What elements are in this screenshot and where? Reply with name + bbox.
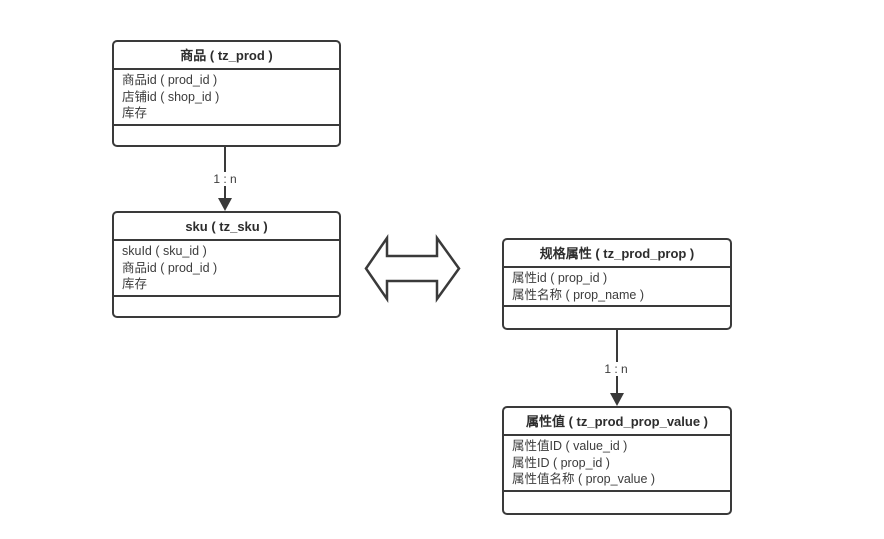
entity-fields: 属性id ( prop_id ) 属性名称 ( prop_name ) [504,268,730,305]
entity-empty-row [114,123,339,146]
entity-box-prod: 商品 ( tz_prod ) 商品id ( prod_id ) 店铺id ( s… [112,40,341,147]
field-row: 店铺id ( shop_id ) [122,89,220,104]
arrowhead-down-icon [218,198,232,211]
field-row: 属性名称 ( prop_name ) [512,287,644,302]
entity-empty-row [114,294,339,317]
entity-fields: 属性值ID ( value_id ) 属性ID ( prop_id ) 属性值名… [504,436,730,490]
cardinality-label: 1 : n [601,362,631,376]
entity-fields: 商品id ( prod_id ) 店铺id ( shop_id ) 库存 [114,70,339,124]
field-row: 属性值ID ( value_id ) [512,439,628,453]
field-row: 商品id ( prod_id ) [122,260,218,275]
connector-prop-to-value-line [616,330,618,393]
entity-title: 商品 ( tz_prod ) [114,42,339,70]
field-row: 库存 [122,277,148,291]
entity-empty-row [504,489,730,514]
entity-title: 规格属性 ( tz_prod_prop ) [504,240,730,268]
entity-title: 属性值 ( tz_prod_prop_value ) [504,408,730,436]
field-row: 商品id ( prod_id ) [122,73,218,87]
entity-title: sku ( tz_sku ) [114,213,339,241]
entity-box-prod-prop-value: 属性值 ( tz_prod_prop_value ) 属性值ID ( value… [502,406,732,515]
bidirectional-arrow-icon [364,233,461,304]
entity-empty-row [504,305,730,328]
entity-box-prod-prop: 规格属性 ( tz_prod_prop ) 属性id ( prop_id ) 属… [502,238,732,330]
cardinality-label: 1 : n [210,172,240,186]
field-row: 属性值名称 ( prop_value ) [512,472,656,486]
field-row: 属性ID ( prop_id ) [512,455,610,470]
arrowhead-down-icon [610,393,624,406]
field-row: 属性id ( prop_id ) [512,271,608,285]
entity-fields: skuId ( sku_id ) 商品id ( prod_id ) 库存 [114,241,339,295]
entity-box-sku: sku ( tz_sku ) skuId ( sku_id ) 商品id ( p… [112,211,341,318]
field-row: 库存 [122,106,148,120]
field-row: skuId ( sku_id ) [122,244,207,258]
